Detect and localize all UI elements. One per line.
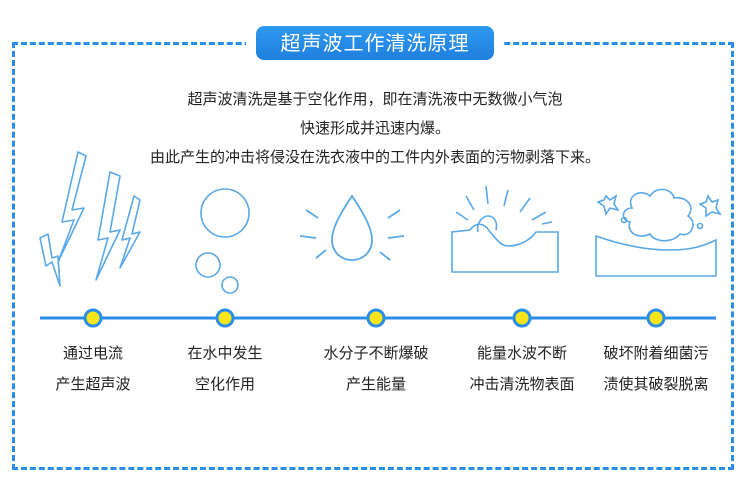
step-caption: 破坏附着细菌污 渍使其破裂脱离 (586, 338, 726, 400)
timeline-node (512, 308, 532, 328)
intro-line-3: 由此产生的冲击将侵没在洗衣液中的工件内外表面的污物剥落下来。 (149, 148, 600, 166)
step-caption: 能量水波不断 冲击清洗物表面 (452, 338, 592, 400)
water-drop-icon (299, 194, 405, 261)
intro-line-2: 快速形成并迅速内爆。 (299, 119, 450, 137)
wave-impact-icon (451, 185, 559, 273)
intro-line-1: 超声波清洗是基于空化作用，即在清洗液中无数微小气泡 (187, 90, 563, 108)
step-caption: 通过电流 产生超声波 (23, 338, 163, 400)
lightning-icon (39, 151, 141, 287)
timeline-node (83, 308, 103, 328)
timeline-node (646, 308, 666, 328)
step-caption-line-1: 能量水波不断 (476, 344, 567, 362)
step-caption-line-2: 冲击清洗物表面 (469, 375, 575, 393)
step-caption: 在水中发生 空化作用 (155, 338, 295, 400)
step-caption-line-1: 水分子不断爆破 (323, 344, 429, 362)
step-caption-line-2: 产生超声波 (55, 375, 131, 393)
step-caption-line-2: 渍使其破裂脱离 (603, 375, 709, 393)
timeline-node (366, 308, 386, 328)
step-caption: 水分子不断爆破 产生能量 (306, 338, 446, 400)
step-caption-line-1: 破坏附着细菌污 (603, 344, 709, 362)
stain-break-icon (595, 188, 722, 277)
step-caption-line-2: 空化作用 (194, 375, 255, 393)
step-caption-line-2: 产生能量 (345, 375, 406, 393)
step-caption-line-1: 在水中发生 (187, 344, 263, 362)
step-caption-line-1: 通过电流 (62, 344, 123, 362)
page-title: 超声波工作清洗原理 (256, 26, 494, 60)
timeline-node (215, 308, 235, 328)
bubbles-icon (195, 188, 250, 294)
